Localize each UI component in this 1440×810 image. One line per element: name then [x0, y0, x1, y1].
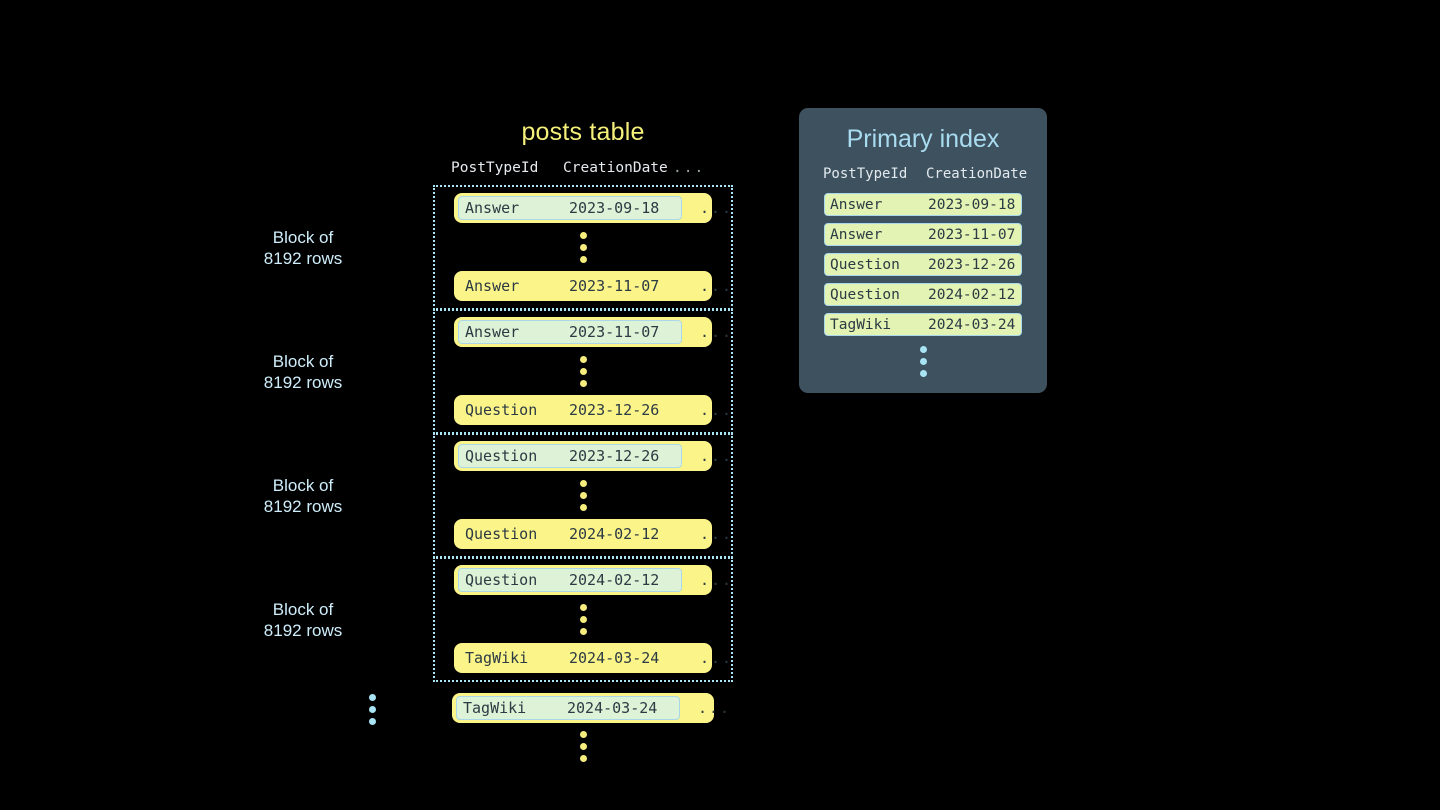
cell-creationdate: 2023-11-07 — [928, 226, 1016, 243]
table-block: Block of 8192 rows Question 2023-12-26 .… — [264, 433, 733, 558]
cell-posttypeid: TagWiki — [830, 316, 892, 333]
block-label-line2: 8192 rows — [263, 620, 343, 640]
cell-posttypeid: Answer — [465, 199, 520, 217]
cell-posttypeid: Answer — [830, 196, 883, 213]
block-label: Block of 8192 rows — [228, 351, 378, 393]
primary-index-panel: Primary index PostTypeId CreationDate An… — [799, 108, 1047, 393]
vertical-ellipsis-icon — [435, 223, 731, 271]
cell-ellipsis: ... — [700, 277, 734, 295]
row-cells: TagWiki 2024-03-24 — [458, 646, 682, 670]
block-label-line1: Block of — [272, 227, 334, 247]
cell-creationdate: 2023-09-18 — [569, 199, 660, 217]
cell-creationdate: 2023-12-26 — [569, 447, 660, 465]
cell-creationdate: 2023-12-26 — [928, 256, 1016, 273]
table-row[interactable]: Question 2023-12-26 ... — [454, 395, 731, 425]
cell-creationdate: 2024-03-24 — [567, 699, 658, 717]
column-header-ellipsis: ... — [673, 160, 706, 176]
table-block: Block of 8192 rows Question 2024-02-12 .… — [264, 557, 733, 682]
block-label-line2: 8192 rows — [263, 496, 343, 516]
cell-posttypeid: Question — [465, 447, 538, 465]
cell-ellipsis: ... — [700, 447, 734, 465]
table-row[interactable]: Answer 2023-11-07 ... — [454, 271, 731, 301]
cell-posttypeid: Answer — [830, 226, 883, 243]
table-row[interactable]: Question 2024-02-12 ... — [454, 565, 731, 595]
cell-ellipsis: ... — [700, 199, 734, 217]
posts-table-column-headers: PostTypeId CreationDate ... — [433, 160, 733, 176]
cell-posttypeid: TagWiki — [463, 699, 527, 717]
primary-index-title: Primary index — [846, 125, 1000, 153]
cell-ellipsis: ... — [700, 571, 734, 589]
row-cells: Question 2024-02-12 — [458, 522, 682, 546]
table-row[interactable]: Answer 2023-09-18 ... — [454, 193, 731, 223]
cell-posttypeid: TagWiki — [465, 649, 529, 667]
cell-creationdate: 2024-02-12 — [569, 571, 660, 589]
index-row[interactable]: Answer 2023-09-18 — [824, 193, 1022, 216]
row-cells: Answer 2023-09-18 — [458, 196, 682, 220]
cell-ellipsis: ... — [700, 323, 734, 341]
column-header-creationdate: CreationDate — [563, 160, 668, 176]
cell-ellipsis: ... — [700, 401, 734, 419]
index-row[interactable]: Question 2023-12-26 — [824, 253, 1022, 276]
block-label: Block of 8192 rows — [228, 227, 378, 269]
cell-posttypeid: Answer — [465, 323, 520, 341]
index-row[interactable]: Answer 2023-11-07 — [824, 223, 1022, 246]
cell-posttypeid: Question — [830, 256, 900, 273]
block-label: Block of 8192 rows — [228, 599, 378, 641]
index-row[interactable]: Question 2024-02-12 — [824, 283, 1022, 306]
cell-posttypeid: Question — [465, 525, 538, 543]
table-block: Block of 8192 rows Answer 2023-11-07 ...… — [264, 309, 733, 434]
cell-creationdate: 2023-12-26 — [569, 401, 660, 419]
cell-ellipsis: ... — [700, 649, 734, 667]
block-label-line1: Block of — [272, 475, 334, 495]
vertical-ellipsis-icon — [435, 347, 731, 395]
cell-creationdate: 2024-03-24 — [928, 316, 1016, 333]
block-label-line2: 8192 rows — [263, 248, 343, 268]
cell-posttypeid: Answer — [465, 277, 520, 295]
row-cells: Answer 2023-11-07 — [458, 274, 682, 298]
cell-ellipsis: ... — [698, 699, 732, 717]
block-label: Block of 8192 rows — [228, 475, 378, 517]
index-row[interactable]: TagWiki 2024-03-24 — [824, 313, 1022, 336]
table-row[interactable]: TagWiki 2024-03-24 ... — [454, 643, 731, 673]
cell-posttypeid: Question — [830, 286, 900, 303]
row-cells: Question 2024-02-12 — [458, 568, 682, 592]
block-label-line1: Block of — [272, 351, 334, 371]
index-continuation-ellipsis-icon — [799, 343, 1047, 377]
block-label-line2: 8192 rows — [263, 372, 343, 392]
cell-creationdate: 2023-11-07 — [569, 277, 660, 295]
cell-creationdate: 2024-02-12 — [928, 286, 1016, 303]
posts-table-title: posts table — [521, 118, 645, 146]
cell-posttypeid: Question — [465, 571, 538, 589]
table-row[interactable]: Question 2023-12-26 ... — [454, 441, 731, 471]
cell-posttypeid: Question — [465, 401, 538, 419]
vertical-ellipsis-icon — [433, 723, 733, 770]
row-cells: TagWiki 2024-03-24 — [456, 696, 680, 720]
posts-table-section: posts table PostTypeId CreationDate ... … — [264, 118, 733, 770]
cell-creationdate: 2023-09-18 — [928, 196, 1016, 213]
table-row[interactable]: TagWiki 2024-03-24 ... — [452, 693, 729, 723]
primary-index-column-headers: PostTypeId CreationDate — [799, 166, 1047, 182]
index-column-header-posttypeid: PostTypeId — [823, 166, 908, 182]
cell-creationdate: 2023-11-07 — [569, 323, 660, 341]
row-cells: Answer 2023-11-07 — [458, 320, 682, 344]
block-label-line1: Block of — [272, 599, 334, 619]
table-row[interactable]: Answer 2023-11-07 ... — [454, 317, 731, 347]
index-column-header-creationdate: CreationDate — [926, 166, 1028, 182]
cell-creationdate: 2024-03-24 — [569, 649, 660, 667]
row-cells: Question 2023-12-26 — [458, 398, 682, 422]
cell-ellipsis: ... — [700, 525, 734, 543]
cell-creationdate: 2024-02-12 — [569, 525, 660, 543]
row-cells: Question 2023-12-26 — [458, 444, 682, 468]
vertical-ellipsis-icon — [435, 471, 731, 519]
blocks-continuation-ellipsis-icon — [369, 685, 376, 733]
table-row[interactable]: Question 2024-02-12 ... — [454, 519, 731, 549]
table-block: Block of 8192 rows Answer 2023-09-18 ...… — [264, 185, 733, 310]
column-header-posttypeid: PostTypeId — [451, 160, 539, 176]
vertical-ellipsis-icon — [435, 595, 731, 643]
